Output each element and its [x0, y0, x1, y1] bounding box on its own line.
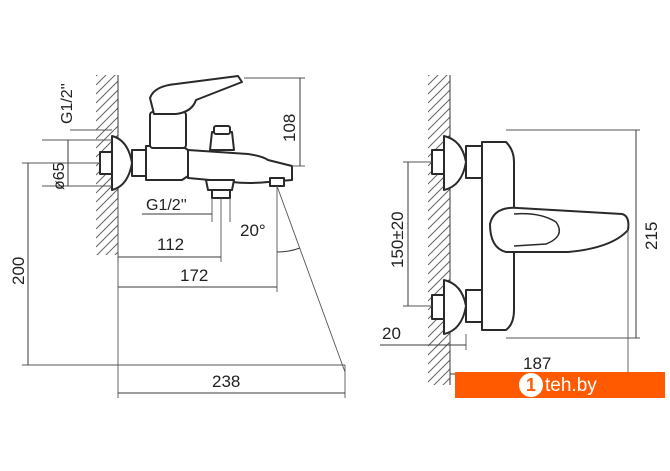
cartridge-housing	[149, 111, 187, 149]
side-view: 150±20 215 20 187	[380, 45, 661, 436]
dim-108-label: 108	[280, 114, 299, 142]
hatch-line	[96, 215, 118, 239]
hatch-line	[428, 80, 450, 104]
hatch-line	[428, 215, 450, 239]
hatch-line	[428, 107, 450, 131]
dim-150-label: 150±20	[388, 211, 407, 268]
diameter-label: ø65	[51, 162, 68, 190]
dim-215-label: 215	[642, 222, 661, 250]
hatch-line	[105, 242, 118, 255]
hatch-line	[428, 233, 450, 257]
hatch-line	[428, 45, 450, 67]
nut-top	[465, 145, 483, 179]
hatch-line	[428, 75, 430, 77]
front-view: G1/2'' ø65 108 G1/2'' 112 20° 172 2	[9, 45, 346, 398]
hatch-line	[96, 75, 107, 86]
hatch-line	[96, 233, 118, 255]
hatch-line	[96, 206, 118, 230]
hatch-line	[96, 279, 118, 301]
thread-bottom-label: G1/2''	[146, 197, 187, 214]
hatch-line	[428, 387, 450, 409]
hatch-line	[428, 260, 450, 284]
hatch-line	[428, 242, 450, 266]
hatch-line	[428, 350, 450, 374]
watermark-bar	[455, 372, 665, 398]
angle-arc	[276, 247, 301, 253]
hatch-line	[96, 270, 118, 292]
angle-label: 20°	[240, 221, 266, 240]
hatch-line	[96, 107, 118, 131]
hatch-line	[428, 269, 450, 293]
nut-bottom	[465, 289, 483, 323]
shower-thread	[211, 189, 231, 199]
diverter-cap	[213, 125, 231, 135]
hatch-line	[114, 251, 118, 255]
hatch-line	[428, 188, 450, 212]
hatch-line	[428, 341, 450, 365]
angle-ray	[276, 185, 346, 373]
hatch-line	[428, 197, 450, 221]
eccentric-bottom-thread	[431, 294, 445, 320]
dim-20-label: 20	[382, 324, 401, 343]
flange-bottom	[443, 279, 467, 335]
hatch-line	[428, 98, 450, 122]
hatch-line	[428, 224, 450, 248]
hatch-line	[428, 75, 448, 95]
hatch-line	[428, 405, 450, 427]
dim-187-label: 187	[523, 354, 551, 373]
flange-top	[443, 135, 467, 191]
lever-handle	[149, 75, 243, 115]
hatch-line	[96, 80, 118, 104]
hatch-line	[442, 377, 450, 385]
mixer-body	[145, 145, 189, 181]
hatch-line	[96, 98, 118, 122]
watermark-badge-text: 1	[526, 375, 536, 395]
shower-outlet	[205, 179, 235, 191]
hatch-line	[96, 188, 118, 212]
dim-112-label: 112	[157, 235, 184, 254]
hatch-line	[428, 396, 450, 418]
hatch-line	[96, 75, 98, 77]
hatch-line	[96, 89, 118, 113]
wall-hatch-right	[428, 45, 450, 436]
hatch-line	[428, 414, 450, 436]
hatch-line	[428, 89, 450, 113]
watermark: 1 teh.by	[455, 372, 665, 398]
hatch-line	[428, 332, 450, 356]
hatch-line	[428, 125, 450, 149]
hatch-line	[428, 251, 450, 275]
hatch-line	[428, 359, 450, 383]
hatch-line	[96, 116, 118, 140]
dim-200-label: 200	[9, 257, 28, 285]
dim-172-label: 172	[180, 266, 208, 285]
hatch-line	[96, 261, 118, 283]
hatch-line	[433, 368, 450, 385]
aerator	[269, 177, 285, 187]
hatch-line	[428, 206, 450, 230]
watermark-badge	[519, 373, 543, 397]
hatch-line	[96, 75, 116, 95]
eccentric-top-thread	[431, 149, 445, 175]
hatch-line	[96, 197, 118, 221]
hatch-line	[96, 45, 118, 67]
eccentric-thread	[99, 151, 113, 175]
hatch-line	[428, 75, 439, 86]
dim-238-label: 238	[212, 372, 240, 391]
lever-detail	[513, 212, 561, 247]
watermark-text: teh.by	[545, 375, 597, 396]
hatch-line	[96, 125, 118, 149]
spout	[187, 149, 293, 184]
hatch-line	[428, 116, 450, 140]
wall-flange	[111, 135, 133, 191]
connector-nut	[131, 149, 147, 177]
thread-top-label: G1/2''	[59, 83, 76, 124]
hatch-line	[96, 224, 118, 248]
